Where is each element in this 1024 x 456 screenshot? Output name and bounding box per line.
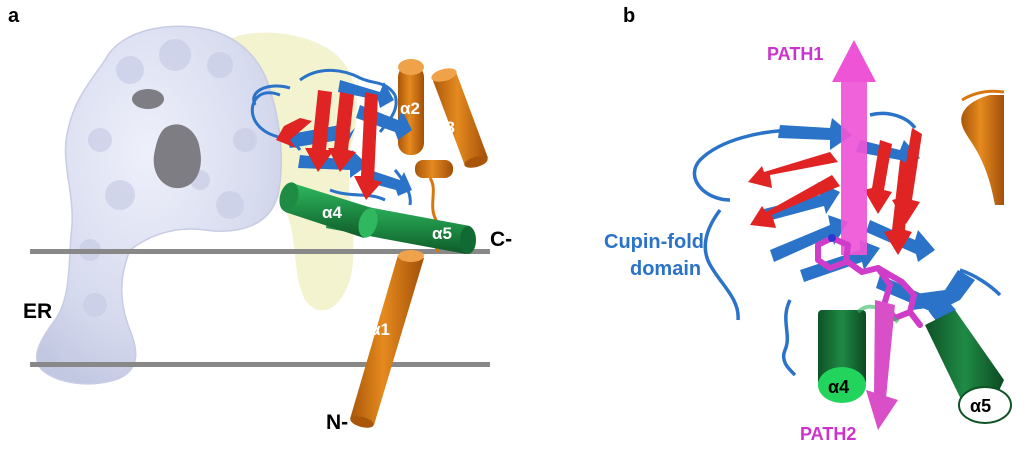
helix-connector (415, 160, 453, 178)
path1-label: PATH1 (767, 44, 823, 64)
ligand-n-atom (828, 234, 836, 242)
n-terminus-label: N- (326, 411, 348, 434)
membrane-bottom-line (30, 362, 490, 367)
panel-b-letter: b (623, 5, 635, 27)
helix-a5-b (925, 310, 1012, 424)
c-terminus-label: C- (490, 228, 512, 251)
helix-a5-label: α5 (432, 224, 452, 243)
surface-cavity (132, 89, 164, 109)
protein-surface (36, 25, 282, 385)
helix-a3 (431, 68, 488, 168)
helix-a4-b (818, 310, 866, 403)
membrane-top-line (30, 249, 490, 254)
path1-arrow (832, 40, 876, 255)
panel-a: a (8, 5, 512, 434)
panel-a-letter: a (8, 5, 20, 27)
cupin-domain-label-line2: domain (630, 258, 701, 280)
helix-a3-label: α3 (435, 118, 455, 137)
orange-loop-b (961, 89, 1005, 102)
path2-label: PATH2 (800, 424, 856, 444)
helix-a5-b-label: α5 (970, 396, 991, 416)
helix-a4-b-label: α4 (828, 377, 849, 397)
beta-strands-red (276, 90, 382, 200)
er-label: ER (23, 300, 52, 323)
helix-a1 (350, 250, 424, 428)
helix-a1-label: α1 (370, 320, 390, 339)
helix-a2-label: α2 (400, 99, 420, 118)
cupin-strands-red (748, 128, 922, 255)
path2-arrow (866, 300, 898, 430)
helix-a4 (279, 182, 378, 238)
surface-pocket (153, 124, 201, 189)
surface-texture (60, 39, 257, 365)
panel-b: b (604, 5, 1012, 444)
cupin-domain-label-line1: Cupin-fold (604, 231, 704, 253)
cupin-strands-blue (760, 118, 975, 322)
helix-a4-label: α4 (322, 203, 342, 222)
helix-stub-orange (961, 95, 1004, 205)
